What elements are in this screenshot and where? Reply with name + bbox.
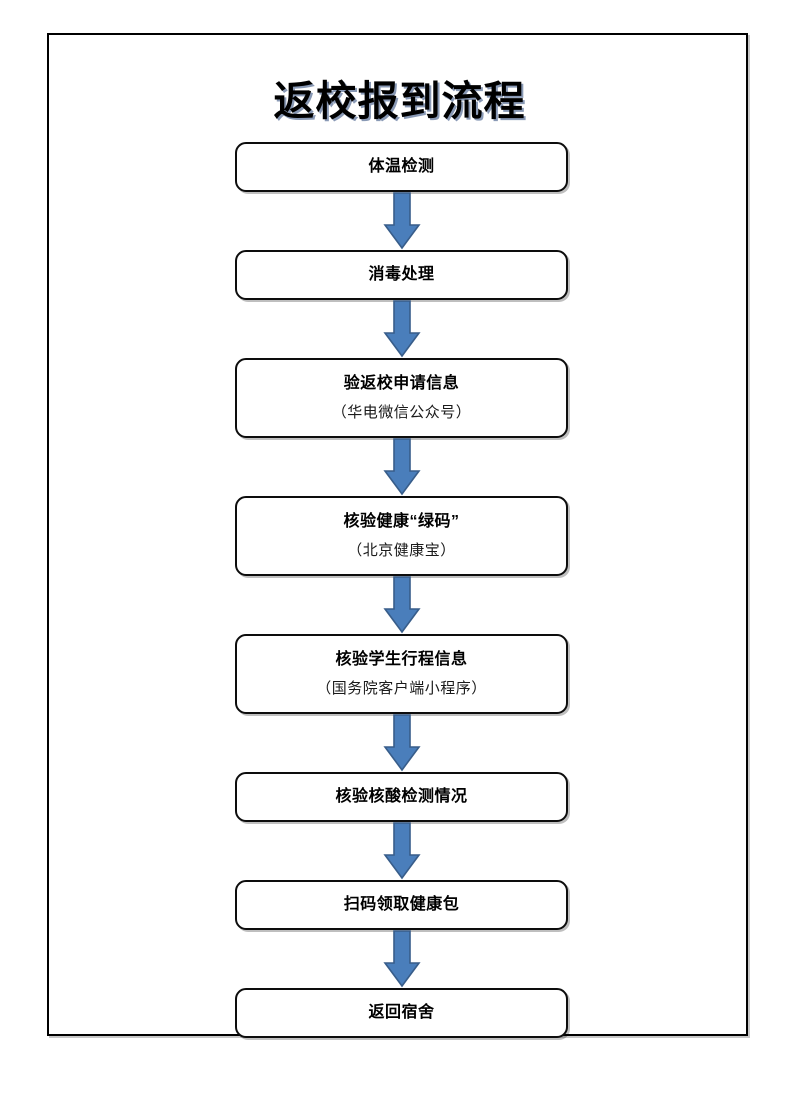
flow-step-6[interactable]: 核验核酸检测情况 [235,772,568,822]
flow-step-label: 核验核酸检测情况 [335,788,468,806]
page-title: 返校报到流程 [273,78,526,124]
flow-connector [235,192,568,250]
flow-step-label: 体温检测 [368,158,435,176]
flow-step-2[interactable]: 消毒处理 [235,250,568,300]
flow-step-label: 核验学生行程信息 [335,651,468,669]
flow-connector [235,930,568,988]
flow-step-3[interactable]: 验返校申请信息 （华电微信公众号） [235,358,568,438]
flow-connector [235,576,568,634]
flow-step-5[interactable]: 核验学生行程信息 （国务院客户端小程序） [235,634,568,714]
flow-step-4[interactable]: 核验健康“绿码” （北京健康宝） [235,496,568,576]
down-block-arrow-icon [382,930,421,988]
flow-step-sublabel: （北京健康宝） [347,542,456,559]
flow-step-label: 返回宿舍 [368,1004,435,1022]
down-block-arrow-icon [382,192,421,250]
flow-connector [235,438,568,496]
flow-step-label: 验返校申请信息 [343,375,460,393]
down-block-arrow-icon [382,438,421,496]
flow-connector [235,714,568,772]
flow-step-label: 消毒处理 [368,266,435,284]
down-block-arrow-icon [382,576,421,634]
diagram-frame: 返校报到流程 体温检测消毒处理验返校申请信息 （华电微信公众号） 核验健康“绿码” （… [47,33,748,1038]
flow-connector [235,300,568,358]
flow-step-label: 核验健康“绿码” [343,513,460,531]
flow-connector [235,822,568,880]
down-block-arrow-icon [382,714,421,772]
down-block-arrow-icon [382,822,421,880]
flowchart: 体温检测消毒处理验返校申请信息（华电微信公众号）核验健康“绿码”（北京健康宝）核… [235,142,568,1038]
down-block-arrow-icon [382,300,421,358]
flow-step-7[interactable]: 扫码领取健康包 [235,880,568,930]
flow-step-label: 扫码领取健康包 [343,896,460,914]
flow-step-1[interactable]: 体温检测 [235,142,568,192]
flow-step-sublabel: （华电微信公众号） [331,404,472,421]
flow-step-8[interactable]: 返回宿舍 [235,988,568,1038]
flow-step-sublabel: （国务院客户端小程序） [316,680,487,697]
